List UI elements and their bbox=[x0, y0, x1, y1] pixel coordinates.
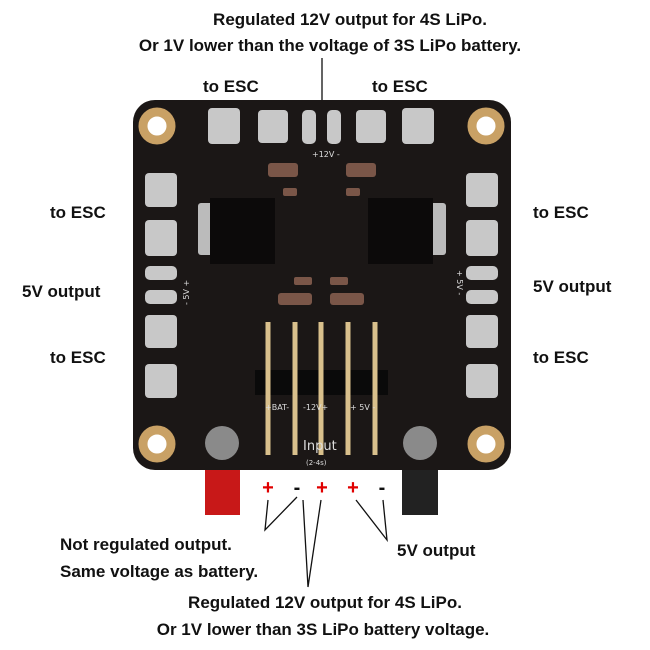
pin-sign-4: + bbox=[347, 477, 359, 499]
bottom-12v-label-line2: Or 1V lower than 3S LiPo battery voltage… bbox=[156, 620, 490, 639]
black-wire-solder-joint bbox=[403, 426, 437, 460]
mounting-holes bbox=[138, 107, 505, 463]
right-5v-label: 5V output bbox=[533, 277, 612, 296]
pin-sign-3: + bbox=[316, 477, 328, 499]
top-annotation-line2: Or 1V lower than the voltage of 3S LiPo … bbox=[138, 36, 522, 55]
red-wire-solder-joint bbox=[205, 426, 239, 460]
bottom-12v-label-line1: Regulated 12V output for 4S LiPo. bbox=[188, 593, 462, 612]
bottom-5v-label: 5V output bbox=[397, 541, 476, 560]
pin-sign-5: - bbox=[378, 477, 386, 499]
top-annotation-line1: Regulated 12V output for 4S LiPo. bbox=[213, 10, 487, 29]
silk-12v: +12V - bbox=[312, 150, 340, 159]
pin-sign-2: - bbox=[293, 477, 301, 499]
silk-12v-out: -12V+ bbox=[303, 403, 328, 412]
silk-right-5v: + 5V - bbox=[455, 270, 464, 295]
left-5v-label: 5V output bbox=[22, 282, 101, 301]
smd-capacitors bbox=[268, 163, 376, 305]
top-left-esc-label: to ESC bbox=[203, 77, 259, 96]
silk-input: Input bbox=[303, 439, 337, 454]
left-esc-upper-label: to ESC bbox=[50, 203, 106, 222]
header-pins bbox=[265, 322, 378, 455]
pin-sign-1: + bbox=[262, 477, 274, 499]
esc-solder-pads bbox=[145, 108, 498, 398]
callout-lines bbox=[264, 58, 388, 588]
silk-input-range: (2-4s) bbox=[306, 459, 327, 467]
voltage-regulators bbox=[198, 198, 446, 264]
right-esc-lower-label: to ESC bbox=[533, 348, 589, 367]
silk-bat: +BAT- bbox=[265, 403, 289, 412]
silk-5v-out: + 5V - bbox=[350, 403, 375, 412]
unregulated-label-line2: Same voltage as battery. bbox=[60, 562, 259, 581]
left-esc-lower-label: to ESC bbox=[50, 348, 106, 367]
top-right-esc-label: to ESC bbox=[372, 77, 428, 96]
unregulated-label-line1: Not regulated output. bbox=[60, 535, 232, 554]
pcb-board bbox=[133, 100, 511, 470]
right-esc-upper-label: to ESC bbox=[533, 203, 589, 222]
silk-left-5v: - 5V + bbox=[182, 280, 191, 305]
